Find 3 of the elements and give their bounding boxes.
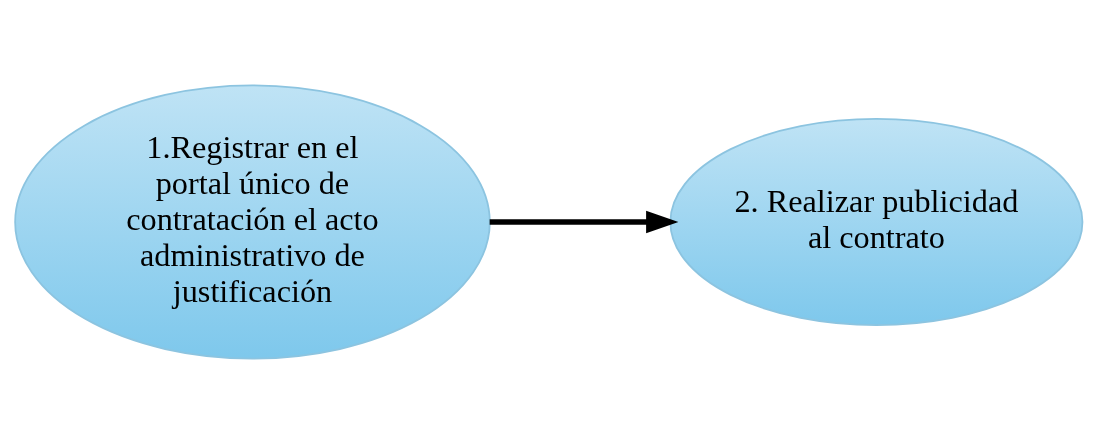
node-ellipse: 2. Realizar publicidad al contrato <box>669 117 1084 326</box>
node-ellipse: 1.Registrar en el portal único de contratación el acto administrativo de justificación <box>14 84 491 359</box>
arrow <box>489 210 679 233</box>
